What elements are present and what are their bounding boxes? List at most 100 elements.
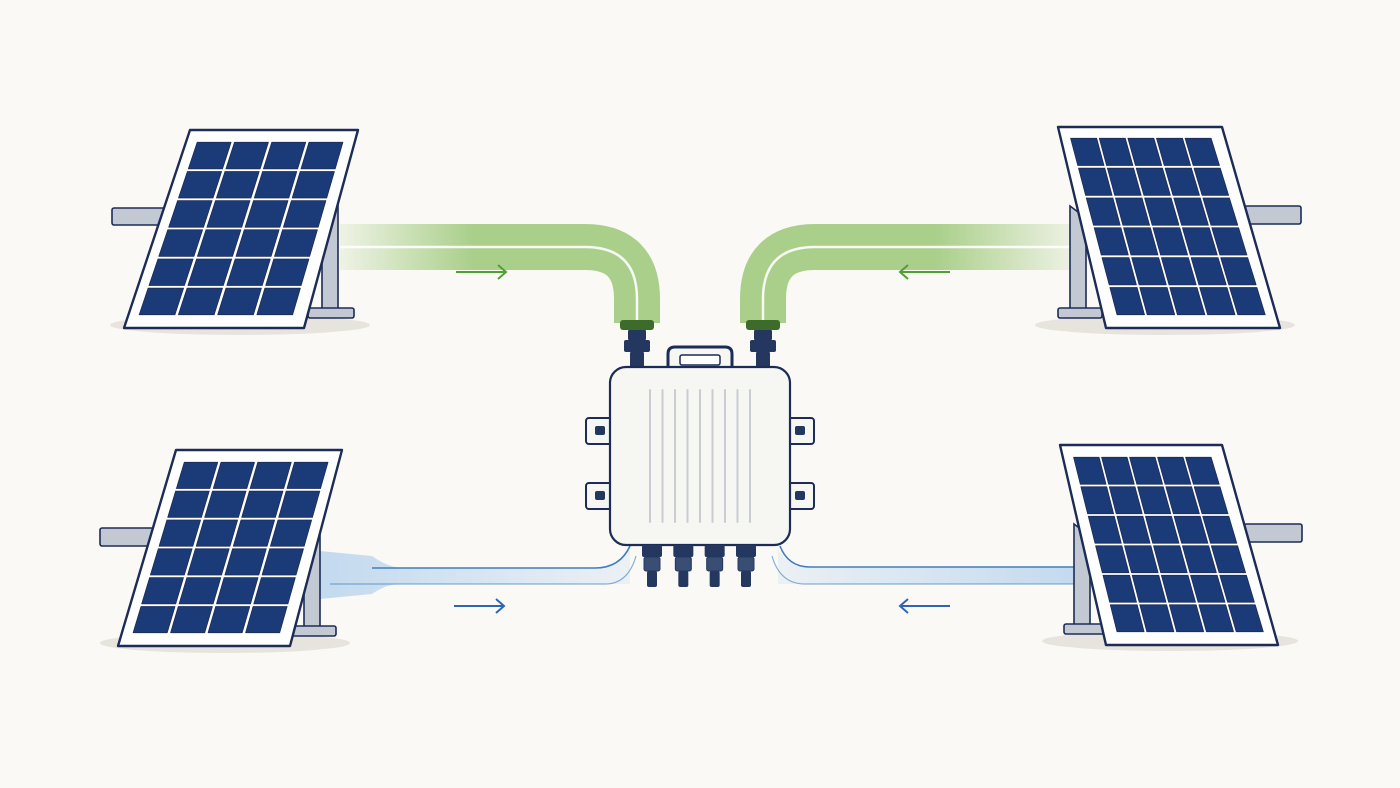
- solar-cell: [1087, 515, 1122, 544]
- solar-cell: [269, 519, 313, 547]
- cable-top-left: [340, 224, 660, 330]
- solar-cell: [158, 229, 204, 257]
- thin-cable-wire: [779, 545, 1082, 568]
- thin-cable-wire: [330, 555, 637, 585]
- solar-cell: [1210, 545, 1246, 574]
- cell-grid: [1073, 456, 1264, 633]
- solar-cell: [1139, 287, 1176, 316]
- carry-handle-grip: [679, 354, 721, 366]
- solar-cell: [226, 258, 271, 286]
- solar-cell: [1102, 574, 1137, 603]
- solar-cell: [195, 519, 239, 547]
- solar-cell: [1211, 227, 1248, 256]
- solar-cell: [187, 548, 230, 576]
- solar-cell: [167, 490, 210, 518]
- solar-cell: [1145, 515, 1180, 544]
- solar-cell: [253, 577, 296, 605]
- solar-cell: [1185, 456, 1220, 485]
- cable-collar: [620, 320, 654, 330]
- mount-foot: [307, 307, 355, 319]
- solar-cell: [1173, 197, 1209, 226]
- solar-cell: [1153, 545, 1188, 574]
- solar-cell: [132, 606, 176, 634]
- solar-cell: [178, 171, 223, 199]
- solar-cell: [1101, 456, 1135, 485]
- solar-cell: [207, 606, 251, 634]
- input-connector-right: [750, 330, 776, 368]
- solar-cell: [187, 258, 233, 286]
- solar-cell: [1108, 486, 1143, 515]
- cable-top-right: [740, 224, 1075, 330]
- solar-cell: [1165, 486, 1200, 515]
- solar-cell: [1131, 574, 1167, 603]
- mounting-tab: [785, 417, 815, 445]
- output-connector: [736, 545, 756, 587]
- solar-cell: [1109, 604, 1145, 633]
- solar-cell: [300, 141, 344, 170]
- solar-cell: [1070, 137, 1105, 166]
- solar-cell: [196, 229, 242, 257]
- solar-cell: [1190, 574, 1226, 603]
- solar-cell: [1156, 137, 1191, 166]
- left-arrow-icon: [898, 598, 950, 614]
- solar-cell: [215, 171, 260, 199]
- solar-cell: [168, 200, 213, 228]
- solar-cell: [1093, 227, 1129, 256]
- solar-cell: [1184, 137, 1220, 166]
- cell-grid: [132, 461, 329, 634]
- solar-cell: [206, 200, 251, 228]
- mount-foot: [291, 625, 337, 637]
- solar-cell: [291, 171, 335, 199]
- solar-cell: [253, 171, 298, 199]
- solar-cell: [232, 519, 276, 547]
- solar-cell: [177, 287, 223, 316]
- cable-bottom-left: [320, 545, 637, 614]
- solar-cell: [1129, 456, 1163, 485]
- solar-cell: [1220, 257, 1257, 286]
- solar-cell: [217, 287, 262, 316]
- solar-cell: [1144, 197, 1180, 226]
- solar-cell: [1202, 197, 1239, 226]
- solar-cell: [1193, 167, 1229, 196]
- solar-cell: [149, 548, 193, 576]
- solar-cell: [178, 577, 222, 605]
- solar-cell: [1109, 287, 1145, 316]
- solar-cell: [224, 548, 267, 576]
- solar-cell: [1199, 287, 1236, 316]
- solar-cell: [1164, 167, 1200, 196]
- solar-cell: [1190, 257, 1227, 286]
- solar-cell: [274, 229, 318, 257]
- solar-cell: [1101, 257, 1137, 286]
- solar-cell: [1124, 545, 1159, 574]
- solar-cell: [1198, 604, 1234, 633]
- solar-cell: [1182, 545, 1217, 574]
- solar-cell: [286, 461, 329, 489]
- solar-cell: [241, 490, 284, 518]
- solar-cell: [1173, 515, 1209, 544]
- solar-cell: [148, 258, 194, 286]
- solar-cell: [261, 548, 304, 576]
- solar-cell: [1157, 456, 1192, 485]
- solar-cell: [262, 141, 307, 170]
- solar-cell: [1078, 167, 1113, 196]
- thin-cable-body: [778, 548, 1082, 584]
- solar-cell: [235, 229, 280, 257]
- solar-panel-bottom-left: [99, 448, 350, 653]
- solar-cell: [1098, 137, 1134, 166]
- cable-highlight: [340, 245, 639, 323]
- solar-cell: [1228, 604, 1264, 633]
- cooling-fins: [649, 389, 751, 523]
- solar-cell: [1131, 257, 1167, 286]
- right-arrow-icon: [456, 264, 508, 280]
- solar-cell: [212, 461, 255, 489]
- cell-grid: [1070, 137, 1266, 316]
- solar-cell: [1080, 486, 1114, 515]
- output-connector: [673, 545, 694, 587]
- solar-cell: [1202, 515, 1238, 544]
- solar-cell: [244, 200, 289, 228]
- solar-cell: [204, 490, 247, 518]
- solar-cell: [170, 606, 213, 634]
- solar-cell: [1161, 257, 1197, 286]
- solar-cell: [158, 519, 202, 547]
- solar-cell: [278, 490, 321, 518]
